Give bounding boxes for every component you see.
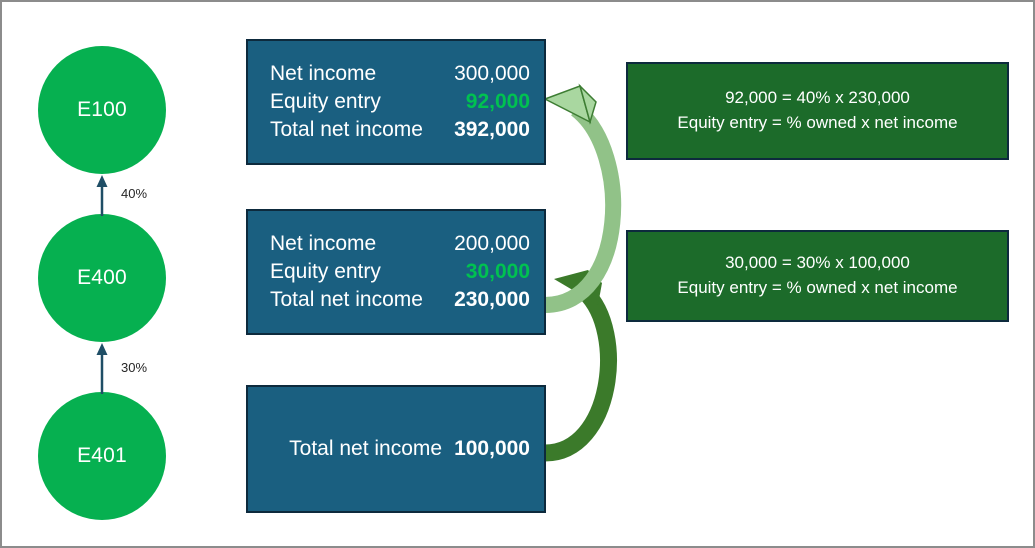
statement-value-total-net-income: 392,000 xyxy=(454,117,530,141)
statement-row-net-income: Net income 200,000 xyxy=(270,230,530,258)
statement-row-total-net-income: Total net income 230,000 xyxy=(270,286,530,314)
ownership-label-40-percent: 40% xyxy=(121,186,148,201)
note-formula-line: 30,000 = 30% x 100,000 xyxy=(725,253,910,273)
ownership-label-30-percent: 30% xyxy=(121,360,148,375)
note-formula-line: 92,000 = 40% x 230,000 xyxy=(725,88,910,108)
statement-value-equity-entry: 92,000 xyxy=(465,90,530,114)
statement-label-total-net-income: Total net income xyxy=(270,287,423,311)
statement-row-equity-entry: Equity entry 92,000 xyxy=(270,88,530,116)
statement-label-net-income: Net income xyxy=(270,62,377,86)
statement-row-net-income: Net income 300,000 xyxy=(270,60,530,88)
note-definition-line: Equity entry = % owned x net income xyxy=(677,278,958,297)
statement-value-total-net-income: 230,000 xyxy=(454,287,530,311)
entity-circle-e100[interactable]: E100 xyxy=(38,46,166,174)
ownership-arrow-e400-to-e100 xyxy=(96,175,108,216)
entity-label-e100: E100 xyxy=(77,98,127,121)
equity-flow-e401-to-e400-arrow xyxy=(544,270,617,462)
ownership-arrow-e401-to-e400 xyxy=(96,343,108,394)
statement-box-e400[interactable]: Net income 200,000 Equity entry 30,000 T… xyxy=(246,209,546,335)
equity-flow-e400-to-e100-arrow xyxy=(543,83,622,313)
entity-circle-e400[interactable]: E400 xyxy=(38,214,166,342)
statement-box-e401[interactable]: Total net income 100,000 xyxy=(246,385,546,513)
statement-value-net-income: 300,000 xyxy=(454,62,530,86)
statement-value-total-net-income: 100,000 xyxy=(454,437,530,461)
note-definition-line: Equity entry = % owned x net income xyxy=(677,113,958,132)
statement-value-equity-entry: 30,000 xyxy=(465,260,530,284)
entity-circle-e401[interactable]: E401 xyxy=(38,392,166,520)
note-box-equity-entry-e400[interactable]: 30,000 = 30% x 100,000 Equity entry = % … xyxy=(626,230,1009,322)
statement-row-total-net-income: Total net income 392,000 xyxy=(270,116,530,144)
statement-row-total-net-income: Total net income 100,000 xyxy=(270,435,530,463)
statement-value-net-income: 200,000 xyxy=(454,232,530,256)
entity-label-e401: E401 xyxy=(77,444,127,467)
statement-row-equity-entry: Equity entry 30,000 xyxy=(270,258,530,286)
statement-label-net-income: Net income xyxy=(270,232,377,256)
statement-label-equity-entry: Equity entry xyxy=(270,260,381,284)
entity-label-e400: E400 xyxy=(77,266,127,289)
note-box-equity-entry-e100[interactable]: 92,000 = 40% x 230,000 Equity entry = % … xyxy=(626,62,1009,160)
statement-box-e100[interactable]: Net income 300,000 Equity entry 92,000 T… xyxy=(246,39,546,165)
statement-label-equity-entry: Equity entry xyxy=(270,90,381,114)
statement-label-total-net-income: Total net income xyxy=(289,437,443,461)
statement-label-total-net-income: Total net income xyxy=(270,117,423,141)
